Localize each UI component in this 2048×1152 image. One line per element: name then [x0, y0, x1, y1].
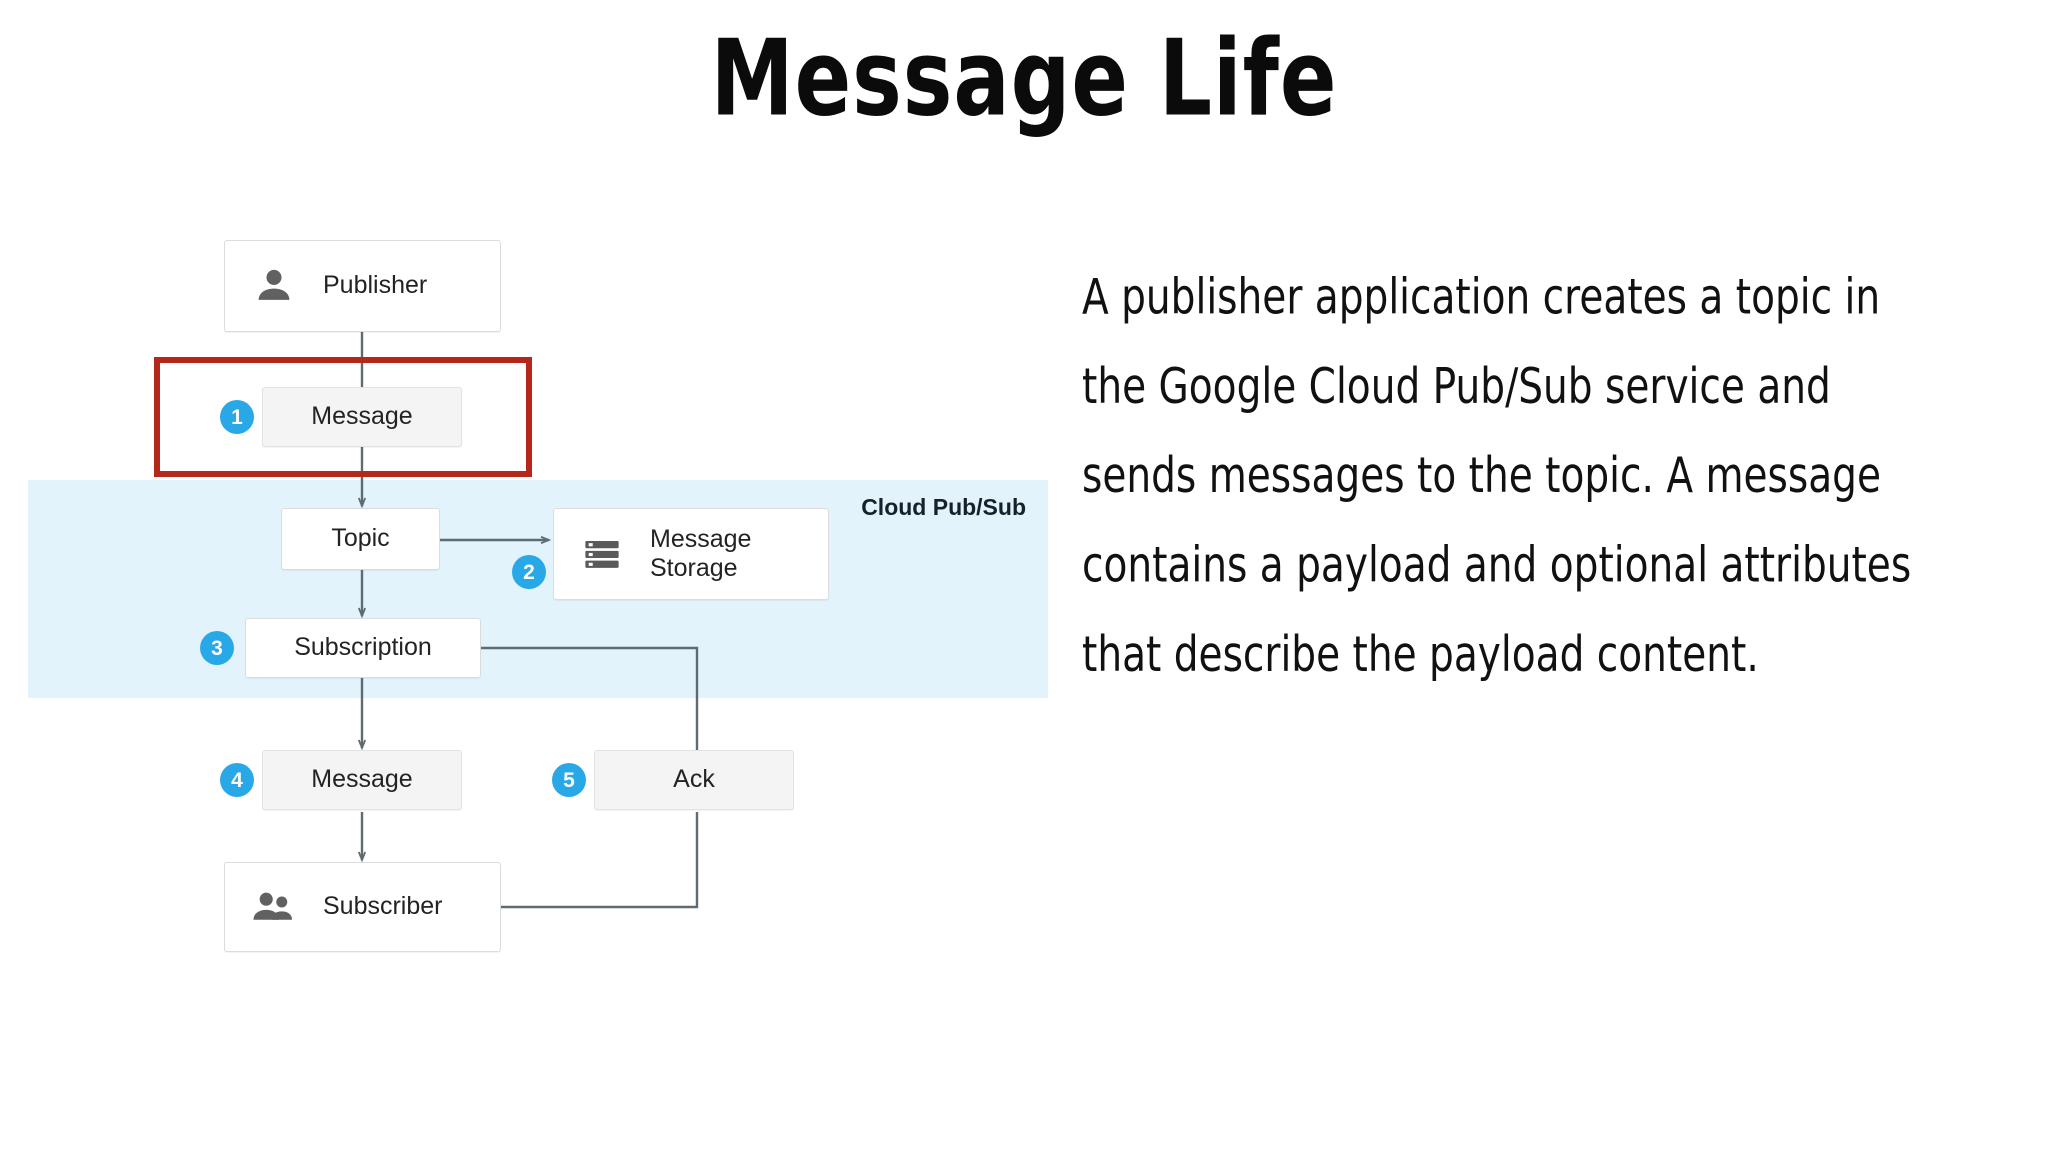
node-message-storage-label: Message Storage [650, 525, 751, 584]
node-topic-label: Topic [331, 524, 390, 553]
person-icon [247, 259, 301, 313]
step-badge-3: 3 [200, 631, 234, 665]
node-message-storage-label-line1: Message [650, 524, 752, 553]
node-ack-label: Ack [673, 765, 715, 794]
step-badge-4: 4 [220, 763, 254, 797]
page-title: Message Life [710, 18, 1338, 140]
step1-highlight-rectangle [154, 357, 532, 477]
step-badge-1: 1 [220, 400, 254, 434]
cloud-pubsub-region: Cloud Pub/Sub [28, 480, 1048, 698]
step-badge-2: 2 [512, 555, 546, 589]
node-message-outbound-label: Message [311, 402, 413, 431]
node-publisher-label: Publisher [323, 271, 428, 300]
node-message-inbound[interactable]: Message [262, 750, 462, 810]
node-subscription[interactable]: Subscription [245, 618, 481, 678]
message-flow-diagram: Cloud Pub/Sub [0, 0, 1060, 1010]
node-message-outbound[interactable]: Message [262, 387, 462, 447]
diagram-connectors [0, 332, 699, 909]
node-publisher[interactable]: Publisher [224, 240, 501, 332]
node-message-storage[interactable]: Message Storage [553, 508, 829, 600]
node-subscription-label: Subscription [294, 633, 432, 662]
node-subscriber[interactable]: Subscriber [224, 862, 501, 952]
description-paragraph: A publisher application creates a topic … [1082, 268, 1912, 683]
node-message-storage-label-line2: Storage [650, 554, 738, 582]
step-badge-5: 5 [552, 763, 586, 797]
node-subscriber-label: Subscriber [323, 892, 443, 921]
storage-icon [576, 528, 628, 580]
node-topic[interactable]: Topic [281, 508, 440, 570]
people-icon [247, 880, 301, 934]
node-message-inbound-label: Message [311, 765, 413, 794]
node-ack[interactable]: Ack [594, 750, 794, 810]
cloud-pubsub-region-label: Cloud Pub/Sub [861, 494, 1026, 520]
